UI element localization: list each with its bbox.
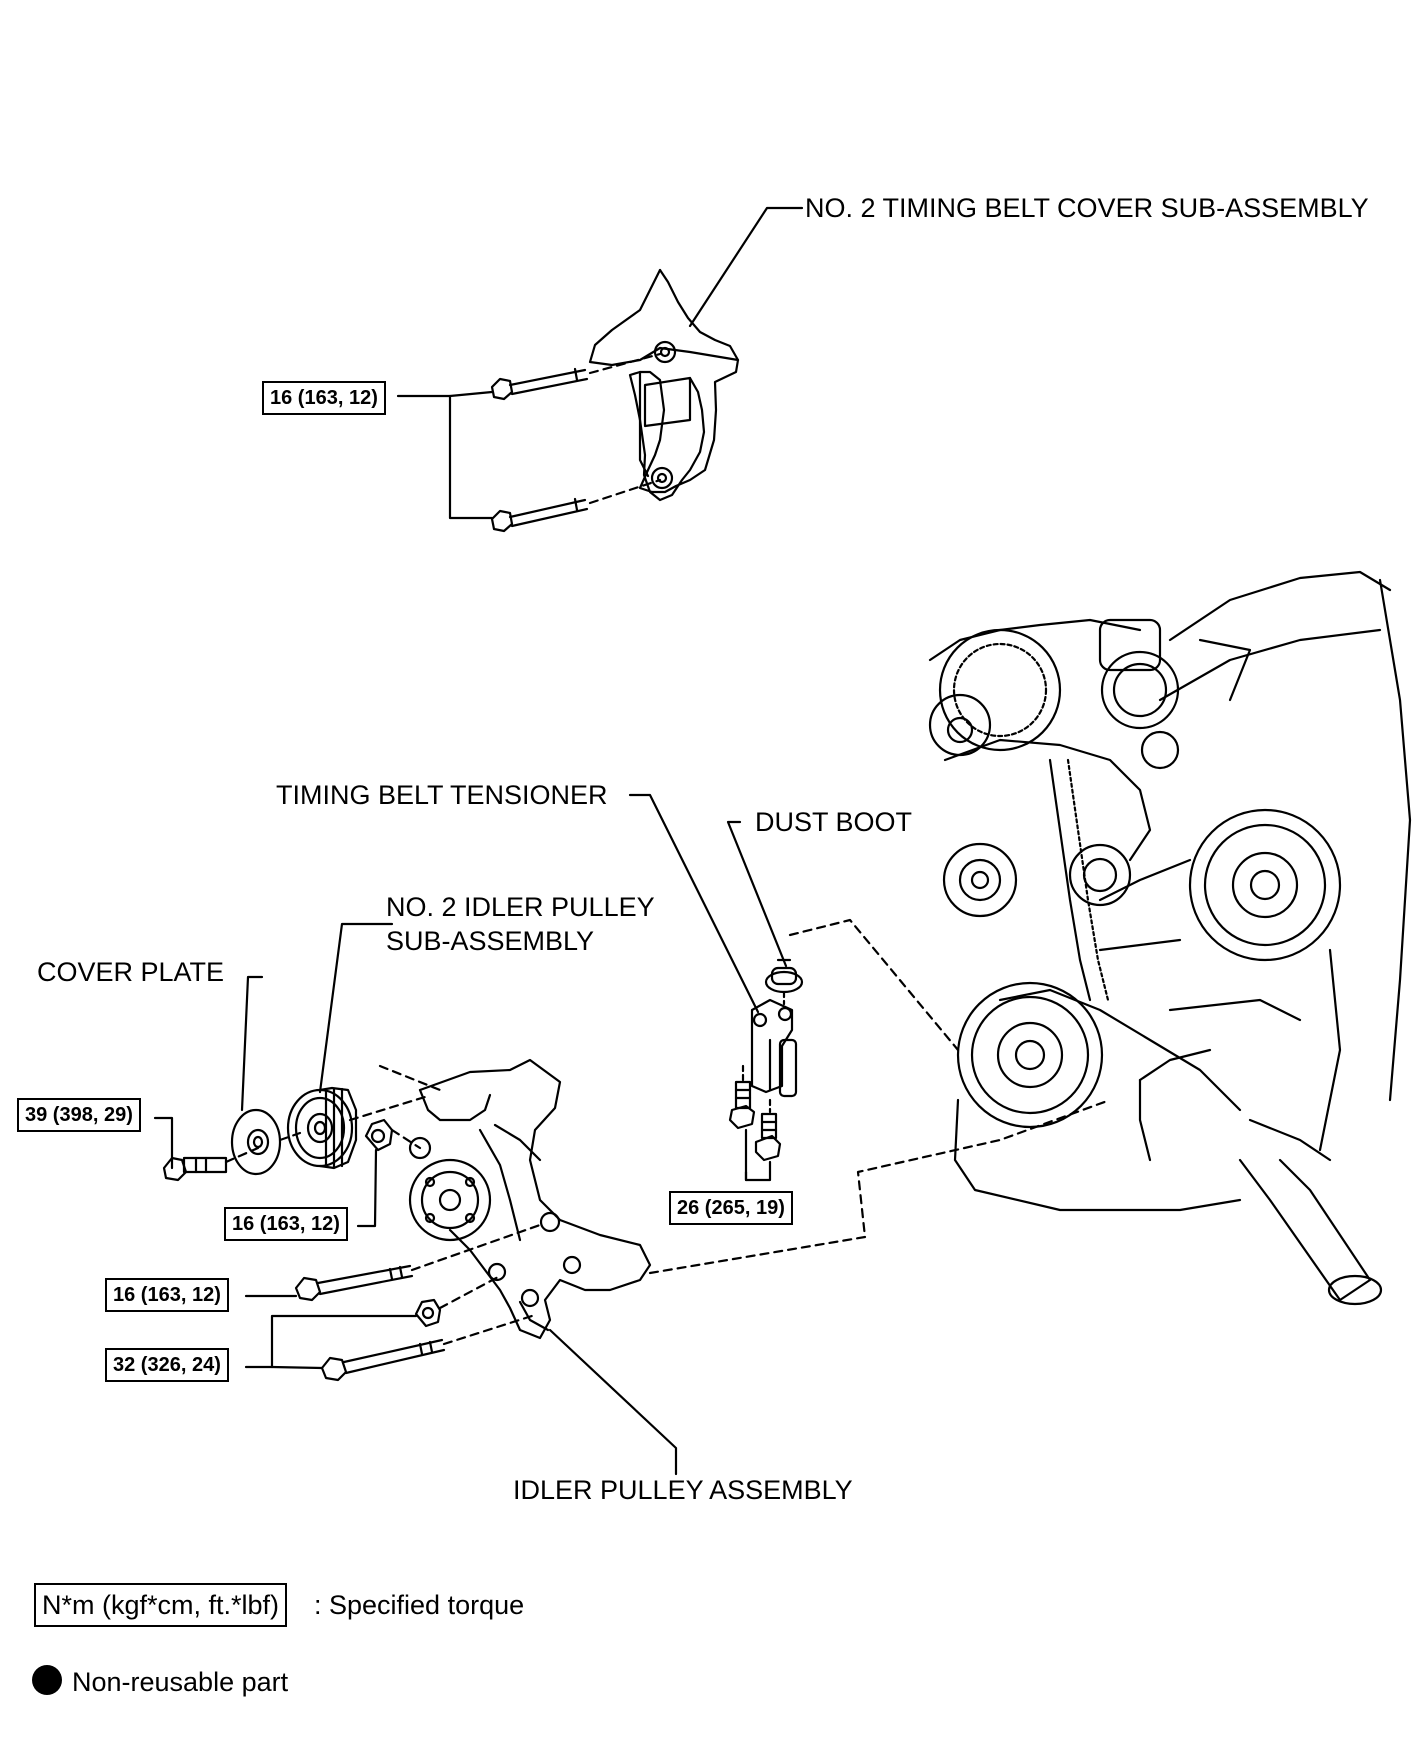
torque-cover-bolts: 16 (163, 12) (262, 381, 386, 415)
timing-belt-cover-part (588, 268, 740, 502)
cover-plate-bolt (162, 1156, 228, 1182)
torque-idler-assembly-bolts: 32 (326, 24) (105, 1348, 229, 1382)
label-no2-idler-pulley-line2: SUB-ASSEMBLY (386, 926, 595, 956)
torque-idler-nut: 16 (163, 12) (224, 1207, 348, 1241)
label-no2-idler-pulley-line1: NO. 2 IDLER PULLEY (386, 892, 655, 922)
idler-long-bolt-32 (320, 1338, 446, 1382)
timing-belt-tensioner-part (750, 998, 798, 1098)
dust-boot-part (764, 958, 804, 994)
cover-bolt-upper (490, 367, 589, 401)
legend-nonreusable: Non-reusable part (72, 1667, 289, 1697)
label-cover-plate: COVER PLATE (37, 957, 225, 987)
engine-block-drawing (928, 570, 1412, 1306)
no2-idler-pulley-part (286, 1086, 358, 1170)
legend-torque-units: N*m (kgf*cm, ft.*lbf) (34, 1583, 288, 1627)
label-timing-belt-tensioner: TIMING BELT TENSIONER (276, 780, 608, 810)
cover-plate-part (230, 1108, 282, 1176)
idler-nut (364, 1118, 394, 1152)
cover-bolt-lower (490, 497, 589, 533)
torque-idler-bolt: 16 (163, 12) (105, 1278, 229, 1312)
idler-assembly-nut (414, 1298, 442, 1328)
non-reusable-dot-icon (32, 1665, 62, 1695)
idler-pulley-assembly-part (408, 1058, 652, 1340)
label-idler-pulley-assembly: IDLER PULLEY ASSEMBLY (513, 1475, 853, 1505)
legend-torque-desc: : Specified torque (314, 1590, 525, 1620)
label-timing-belt-cover-subassembly: NO. 2 TIMING BELT COVER SUB-ASSEMBLY (805, 193, 1369, 223)
torque-tensioner-bolts: 26 (265, 19) (669, 1191, 793, 1225)
idler-long-bolt-16 (294, 1264, 414, 1302)
label-dust-boot: DUST BOOT (755, 807, 913, 837)
tensioner-bolt-right (754, 1112, 782, 1162)
torque-cover-plate-bolt: 39 (398, 29) (17, 1098, 141, 1132)
tensioner-bolt-left (728, 1080, 756, 1130)
